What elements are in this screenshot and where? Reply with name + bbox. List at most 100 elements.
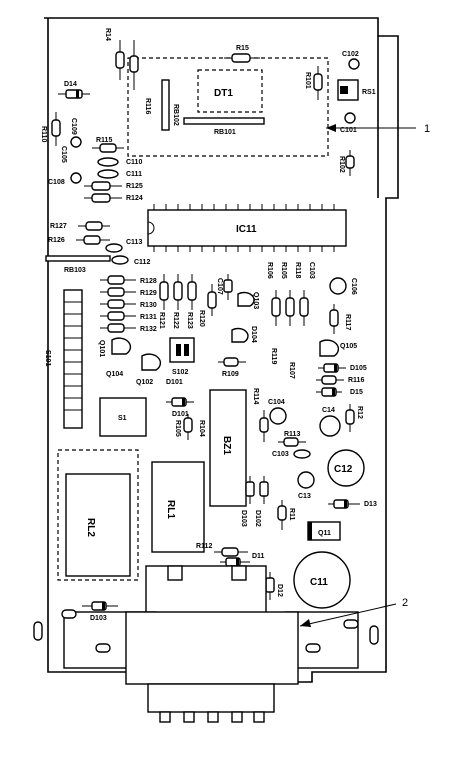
- label-R119: R119: [270, 348, 277, 364]
- buzzer-BZ1: [209, 389, 247, 507]
- rs1-inner: [340, 86, 348, 94]
- transistor-Q104: [231, 327, 249, 343]
- label-Q101: Q101: [98, 340, 105, 357]
- diode-D15: [316, 387, 342, 397]
- mount-hole-left: [33, 621, 43, 641]
- cap-C101: [344, 112, 356, 124]
- label-R116b: R116: [348, 377, 364, 384]
- label-RL2: RL2: [85, 518, 96, 537]
- label-S102: S102: [172, 369, 188, 376]
- mount-hole-right: [369, 625, 379, 645]
- transformer-clip-left: [167, 565, 183, 581]
- resistors-R106-R118: [271, 290, 309, 326]
- resistor-R127: [78, 221, 110, 231]
- label-IC11: IC11: [236, 224, 257, 235]
- label-D101: D101: [166, 379, 183, 386]
- label-RB102: RB102: [172, 104, 179, 126]
- label-R121: R121: [158, 312, 165, 329]
- resistor-R14: [115, 40, 125, 80]
- switch-S101: [63, 289, 83, 429]
- label-R115: R115: [96, 137, 112, 144]
- diodes-D102-D103: [245, 476, 269, 504]
- label-R117: R117: [344, 314, 351, 330]
- cap-C103b: [293, 449, 311, 459]
- label-BZ1: BZ1: [221, 436, 232, 455]
- cap-C106: [329, 277, 347, 295]
- label-R118b: R118: [294, 262, 301, 278]
- label-R120: R120: [198, 310, 205, 327]
- relay-RL1: [151, 461, 205, 553]
- callout-2-leader: [299, 603, 397, 627]
- switch-S1: [99, 397, 147, 437]
- resistor-R116b: [316, 375, 344, 385]
- label-Q105: Q105: [340, 343, 357, 350]
- label-R14: R14: [104, 28, 111, 41]
- cap-C110: [97, 157, 119, 167]
- label-RL1: RL1: [165, 500, 176, 519]
- label-R105b: R105: [174, 420, 181, 437]
- label-R15: R15: [236, 45, 249, 52]
- label-D15: D15: [350, 389, 363, 396]
- label-R122: R122: [172, 312, 179, 329]
- rb102-bar: [161, 79, 170, 131]
- label-R113: R113: [284, 431, 300, 438]
- label-D13: D13: [364, 501, 377, 508]
- callout-2: 2: [402, 597, 408, 609]
- label-D105: D105: [350, 365, 367, 372]
- label-C11: C11: [310, 577, 328, 588]
- diode-D13: [328, 499, 360, 509]
- label-RB101: RB101: [214, 129, 236, 136]
- label-D101b: D101: [172, 411, 189, 418]
- cap-C13: [297, 471, 315, 489]
- label-R104: R104: [198, 420, 205, 437]
- label-D12: D12: [276, 584, 283, 597]
- label-S1: S1: [118, 415, 127, 422]
- label-R128: R128: [140, 278, 157, 285]
- connector-S102: [169, 337, 195, 363]
- label-C12: C12: [334, 464, 353, 475]
- dt1-dashed-box: [197, 69, 263, 113]
- label-C106: C106: [350, 278, 357, 295]
- diode-D105: [318, 363, 346, 373]
- label-D103b: D103: [90, 615, 107, 622]
- resistor-R126: [76, 235, 110, 245]
- relay-RL2: [65, 473, 131, 577]
- transformer-top-bracket: [145, 565, 267, 617]
- resistors-vertical-group: [159, 274, 217, 316]
- label-Q102: Q102: [136, 379, 153, 386]
- callout-2-arrow: [300, 619, 311, 627]
- label-C101: C101: [340, 127, 357, 134]
- label-RB103: RB103: [64, 267, 86, 274]
- cap-C113: [105, 243, 123, 253]
- resistor-R109: [218, 357, 246, 367]
- label-C108: C108: [48, 179, 65, 186]
- label-D103: D103: [240, 510, 247, 527]
- resistor-R113: [278, 437, 306, 447]
- label-R110: R110: [40, 126, 47, 142]
- mount-hole-center-right: [305, 643, 321, 653]
- label-C111: C111: [126, 171, 142, 178]
- transistor-Q105: [319, 339, 340, 357]
- label-R131: R131: [140, 314, 157, 321]
- resistor-R14b: [129, 40, 139, 90]
- label-C112: C112: [134, 259, 150, 266]
- rb103-bar: [45, 255, 111, 262]
- callout-1-arrow: [326, 124, 336, 132]
- diode-D101b: [166, 397, 194, 407]
- cap-C102: [348, 58, 360, 70]
- cap-C12: [327, 449, 365, 487]
- label-C13: C13: [298, 493, 311, 500]
- mount-slot-left: [61, 609, 77, 619]
- cap-C105: [70, 136, 82, 148]
- diode-D11: [220, 557, 250, 567]
- transistor-Q101: [111, 337, 132, 355]
- label-R116: R116: [144, 98, 151, 114]
- label-C107: C107: [216, 278, 223, 295]
- cap-C112: [111, 255, 129, 265]
- rb101-bar: [183, 117, 265, 125]
- label-R102: R102: [338, 156, 345, 173]
- label-C110: C110: [126, 159, 142, 166]
- ic11-pins: [153, 204, 335, 252]
- label-R124: R124: [126, 195, 143, 202]
- label-R125: R125: [126, 183, 143, 190]
